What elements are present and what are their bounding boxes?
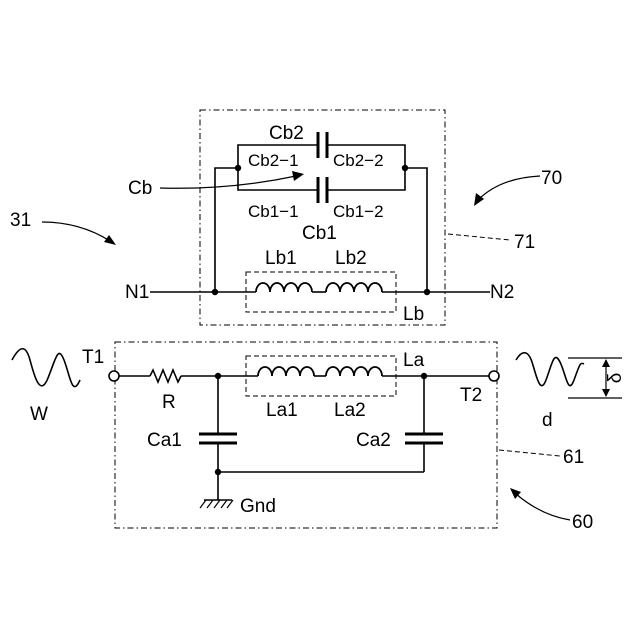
lb2-coil <box>326 283 382 292</box>
label-la: La <box>403 350 425 371</box>
lb1-coil <box>256 283 312 292</box>
label-delta: δ <box>605 373 626 384</box>
n1-node <box>212 289 218 295</box>
t2-terminal <box>489 371 499 381</box>
label-ref-31: 31 <box>10 210 31 231</box>
label-cb2-2: Cb2−2 <box>333 151 384 170</box>
cb-left-node <box>235 165 241 171</box>
ref-61-leader <box>499 450 560 456</box>
label-cb2-1: Cb2−1 <box>248 151 299 170</box>
ref-31-arrowhead <box>104 235 116 245</box>
cb-to-n2-wire <box>405 168 427 292</box>
label-lb1: Lb1 <box>265 248 297 269</box>
ref-60-pointer <box>515 493 570 520</box>
label-ref-71: 71 <box>514 232 535 253</box>
label-la2: La2 <box>334 400 366 421</box>
cb-pointer-arrowhead <box>292 171 304 181</box>
label-ref-61: 61 <box>563 447 584 468</box>
label-w: W <box>30 404 48 425</box>
cb-pointer-line <box>160 176 296 188</box>
label-n2: N2 <box>490 282 514 303</box>
label-n1: N1 <box>125 282 149 303</box>
la2-coil <box>326 367 382 376</box>
label-r: R <box>162 392 176 413</box>
label-cb2: Cb2 <box>269 123 304 144</box>
resistor-r <box>150 370 181 382</box>
label-gnd: Gnd <box>240 496 276 517</box>
label-lb: Lb <box>403 304 424 325</box>
ref-70-arrowhead <box>474 193 484 206</box>
label-cb: Cb <box>128 178 152 199</box>
cb-right-node <box>402 165 408 171</box>
label-ca2: Ca2 <box>356 430 391 451</box>
label-ref-60: 60 <box>572 512 593 533</box>
ground-icon <box>200 500 233 508</box>
la1-coil <box>258 367 314 376</box>
label-d: d <box>542 410 553 431</box>
label-ref-70: 70 <box>541 168 562 189</box>
label-cb1: Cb1 <box>302 223 337 244</box>
ref-31-pointer <box>42 222 110 241</box>
label-t2: T2 <box>460 385 482 406</box>
label-cb1-2: Cb1−2 <box>333 202 384 221</box>
delta-arrow-down <box>602 389 610 397</box>
label-lb2: Lb2 <box>335 248 367 269</box>
delta-arrow-up <box>602 359 610 367</box>
input-waveform-w <box>12 349 80 387</box>
label-cb1-1: Cb1−1 <box>248 202 299 221</box>
ref-70-pointer <box>478 176 540 200</box>
ref-71-leader <box>448 234 510 240</box>
label-ca1: Ca1 <box>147 430 182 451</box>
n2-node <box>424 289 430 295</box>
t1-terminal <box>109 371 119 381</box>
label-t1: T1 <box>82 347 104 368</box>
label-la1: La1 <box>266 400 298 421</box>
